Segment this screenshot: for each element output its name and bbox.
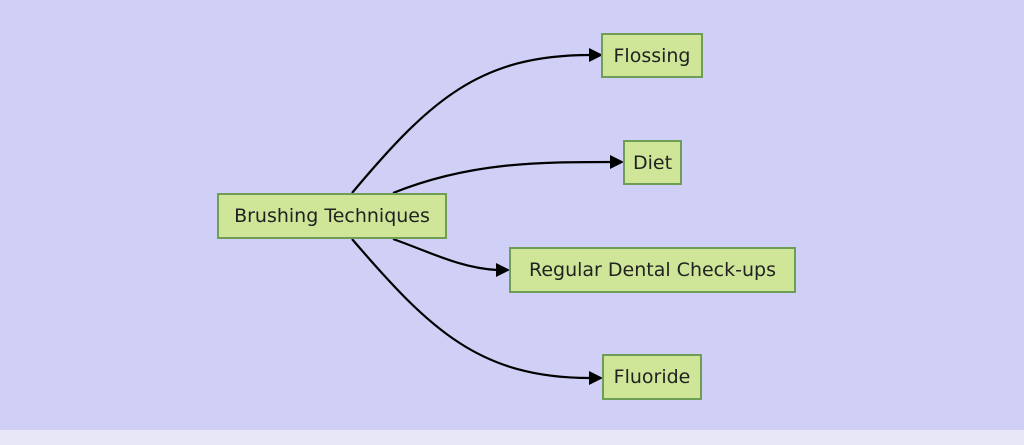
node-brushing-techniques: Brushing Techniques [217, 193, 447, 239]
node-label: Fluoride [613, 366, 691, 388]
node-fluoride: Fluoride [602, 354, 702, 400]
node-flossing: Flossing [601, 33, 703, 78]
arrowhead-fluoride [589, 371, 603, 385]
arrowhead-diet [610, 155, 624, 169]
node-label: Flossing [613, 44, 691, 67]
edges-layer [351, 48, 624, 385]
node-diet: Diet [623, 140, 682, 185]
edge-root-checkups [392, 237, 498, 272]
node-label: Diet [632, 151, 673, 174]
diagram-canvas: Brushing Techniques Flossing Diet Regula… [0, 0, 1024, 430]
node-label: Brushing Techniques [234, 205, 430, 227]
edge-root-diet [392, 160, 613, 195]
arrowhead-flossing [589, 48, 603, 62]
arrowhead-checkups [496, 263, 510, 277]
edge-root-fluoride [351, 238, 591, 380]
node-label: Regular Dental Check-ups [529, 259, 776, 281]
edge-root-flossing [351, 53, 591, 194]
node-regular-dental-check-ups: Regular Dental Check-ups [509, 247, 796, 293]
